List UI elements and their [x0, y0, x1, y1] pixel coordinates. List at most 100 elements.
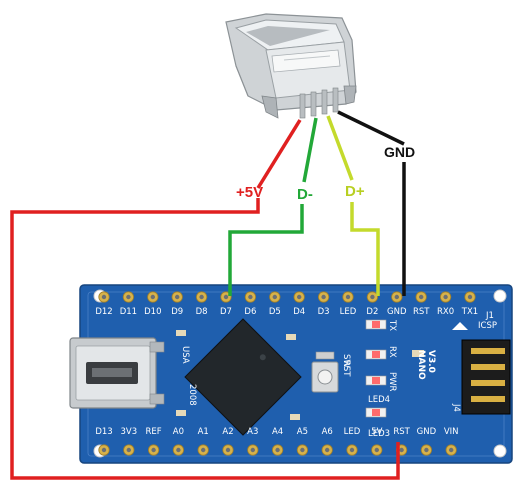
bottom-pin-hole [151, 447, 156, 453]
top-pin-hole [223, 294, 229, 300]
bottom-pin-hole [374, 447, 379, 453]
top-pin-label: RST [413, 307, 430, 317]
bottom-pin-label: A4 [272, 427, 283, 437]
bottom-pin-label: A3 [247, 427, 258, 437]
top-pin-hole [419, 294, 424, 300]
silk-model-name: NANO [416, 350, 426, 380]
top-pin-hole [443, 294, 448, 300]
top-pin-hole [272, 294, 277, 300]
vcc-wire-run [10, 198, 400, 480]
silk-j1: J1 [485, 311, 494, 321]
top-pin-label: GND [387, 307, 407, 317]
top-pin-hole [175, 294, 180, 300]
bottom-pin-hole [275, 447, 280, 453]
bottom-pin-label: A6 [322, 427, 333, 437]
top-pin-hole [199, 294, 204, 300]
bottom-pin-label: REF [146, 427, 162, 437]
silk-rst: RST [341, 360, 351, 377]
top-pin-hole [248, 294, 253, 300]
top-pin-label: D8 [196, 307, 208, 317]
top-pin-label: D7 [220, 307, 232, 317]
top-pin-label: D6 [244, 307, 256, 317]
bottom-pin-label: RST [393, 427, 410, 437]
mount-hole [493, 444, 507, 458]
bottom-pin-label: GND [417, 427, 437, 437]
top-pin-label: D12 [95, 307, 112, 317]
mini-usb-port [69, 337, 165, 409]
gnd-label: GND [384, 144, 415, 160]
bottom-pin-label: A1 [198, 427, 209, 437]
bottom-pin-label: 3V3 [120, 427, 137, 437]
dminus-wire [302, 117, 318, 183]
wires [10, 110, 406, 480]
silk-model-version: V3.0 [426, 350, 436, 373]
atmega-chip [184, 318, 302, 436]
dplus-wire-run [350, 202, 380, 296]
bottom-pin-label: A0 [173, 427, 184, 437]
bottom-pin-hole [176, 447, 181, 453]
top-pin-hole [321, 294, 326, 300]
dminus-wire-run [228, 204, 304, 296]
top-pin-label: LED [340, 307, 357, 317]
top-pin-label: TX1 [461, 307, 478, 317]
silk-usa: USA [180, 346, 190, 364]
top-pin-hole [297, 294, 302, 300]
led-group [365, 319, 387, 418]
bottom-pin-hole [225, 447, 231, 453]
top-pin-label: D2 [366, 307, 378, 317]
top-pin-hole [101, 294, 107, 300]
gnd-wire [337, 110, 405, 146]
silk-sw: SW [341, 354, 351, 368]
dminus-label: D- [297, 186, 313, 203]
reset-button[interactable] [311, 361, 339, 393]
silk-led-tx: TX [387, 319, 397, 331]
bottom-pin-hole [325, 447, 330, 453]
bottom-pin-label: LED [344, 427, 361, 437]
bottom-pin-label: 5V [371, 427, 382, 437]
bottom-pin-hole [101, 447, 107, 453]
top-pin-header: D12 D11 D10 D9 D8 D7 D6 D5 D4 D3 LED D2 GND RST RX0 TX1 [95, 291, 478, 317]
silk-led-pwr: PWR [387, 372, 397, 392]
bottom-pin-hole [250, 447, 255, 453]
dplus-wire [326, 115, 354, 181]
bottom-pin-label: VIN [444, 427, 459, 437]
silk-led-rx: RX [387, 346, 397, 358]
bottom-pin-hole [349, 447, 355, 453]
bottom-pin-label: D13 [95, 427, 112, 437]
silk-led3: LED3 [368, 429, 390, 439]
top-pin-label: D4 [293, 307, 305, 317]
bottom-pin-label: A2 [222, 427, 233, 437]
top-pin-hole [345, 294, 351, 300]
top-pin-label: RX0 [437, 307, 454, 317]
silk-year: 2008 [187, 384, 197, 406]
top-pin-hole [370, 294, 375, 300]
vcc-label: +5V [236, 184, 263, 201]
top-pin-hole [150, 294, 155, 300]
silk-j4: J4 [451, 403, 461, 412]
silk-icsp: ICSP [478, 321, 497, 331]
bottom-pin-label: A5 [297, 427, 308, 437]
bottom-pin-hole [399, 447, 404, 453]
mount-hole [493, 289, 507, 303]
bottom-pin-hole [201, 447, 206, 453]
top-pin-label: D10 [144, 307, 161, 317]
bottom-pin-hole [449, 447, 454, 453]
top-pin-hole [126, 294, 131, 300]
silk-led4: LED4 [368, 395, 390, 405]
vcc-wire [256, 119, 302, 189]
top-pin-hole [467, 294, 473, 300]
bottom-pin-hole [126, 447, 131, 453]
icsp-header [452, 322, 511, 415]
top-pin-label: D9 [171, 307, 183, 317]
usb-a-connector [225, 13, 357, 119]
top-pin-label: D3 [318, 307, 330, 317]
bottom-pin-hole [424, 447, 429, 453]
top-pin-label: D5 [269, 307, 281, 317]
bottom-pin-header: D13 3V3 REF A0 A1 A2 A3 A4 A5 A6 LED 5V RST GND VIN [95, 427, 459, 456]
dplus-label: D+ [345, 183, 365, 200]
bottom-pin-hole [300, 447, 305, 453]
top-pin-label: D11 [120, 307, 137, 317]
top-pin-hole [394, 294, 399, 300]
